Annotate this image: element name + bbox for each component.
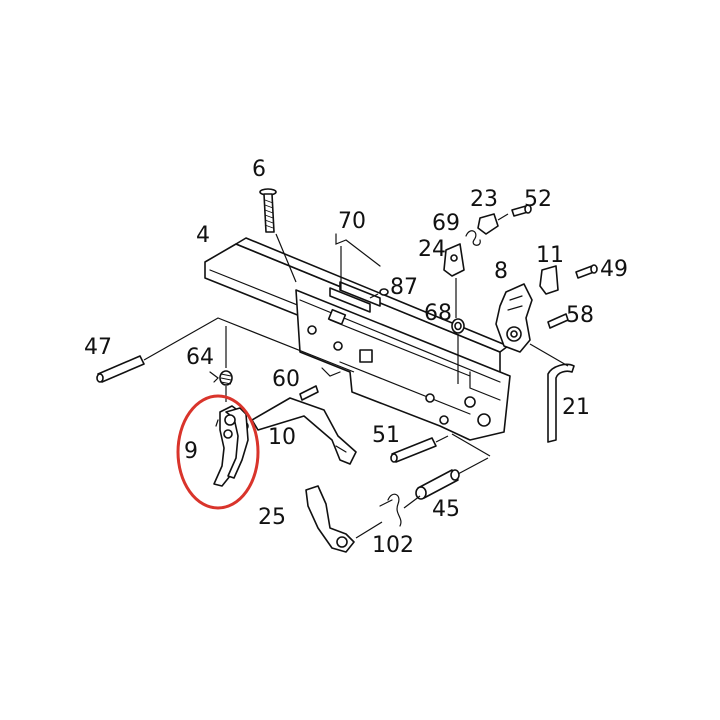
label-9: 9: [184, 439, 198, 464]
part-58-pin: [547, 313, 569, 329]
part-4-frame: [204, 237, 511, 441]
label-25: 25: [258, 505, 286, 530]
part-69-spring: [465, 230, 481, 246]
label-6: 6: [252, 157, 266, 182]
label-10: 10: [268, 425, 296, 450]
part-23-lever: [477, 213, 509, 235]
label-69: 69: [432, 211, 460, 236]
label-87: 87: [390, 275, 418, 300]
label-8: 8: [494, 259, 508, 284]
part-45-plunger: [415, 457, 489, 500]
label-58: 58: [566, 303, 594, 328]
label-4: 4: [196, 223, 210, 248]
label-49: 49: [600, 257, 628, 282]
part-8-hammer: [495, 283, 533, 353]
label-64: 64: [186, 345, 214, 370]
label-70: 70: [338, 209, 366, 234]
part-24-block: [443, 243, 465, 318]
label-21: 21: [562, 395, 590, 420]
label-60: 60: [272, 367, 300, 392]
label-47: 47: [84, 335, 112, 360]
part-87-pin: [369, 288, 389, 299]
label-68: 68: [424, 301, 452, 326]
part-9-trigger: [213, 405, 249, 487]
part-11-clip: [539, 265, 559, 295]
part-68-ring: [451, 318, 465, 384]
part-51-pin: [390, 433, 491, 463]
part-21-strut: [529, 343, 575, 443]
part-labels: 4 6 70 23 52 69 24 87 11 8 49 68 58 47 6…: [84, 157, 628, 558]
part-6-screw: [259, 188, 297, 283]
label-45: 45: [432, 497, 460, 522]
label-52: 52: [524, 187, 552, 212]
label-11: 11: [536, 243, 564, 268]
part-52-screw: [511, 204, 532, 217]
label-24: 24: [418, 237, 446, 262]
part-60-pin: [299, 385, 319, 401]
part-47-pin: [96, 317, 355, 383]
part-70-spring: [335, 233, 381, 290]
part-49-screw: [575, 264, 598, 279]
label-51: 51: [372, 423, 400, 448]
part-102-spring: [379, 493, 421, 527]
label-23: 23: [470, 187, 498, 212]
highlight-circle: [176, 394, 260, 510]
part-64-spring: [209, 326, 233, 402]
part-25-lever: [305, 485, 383, 553]
label-102: 102: [372, 533, 414, 558]
